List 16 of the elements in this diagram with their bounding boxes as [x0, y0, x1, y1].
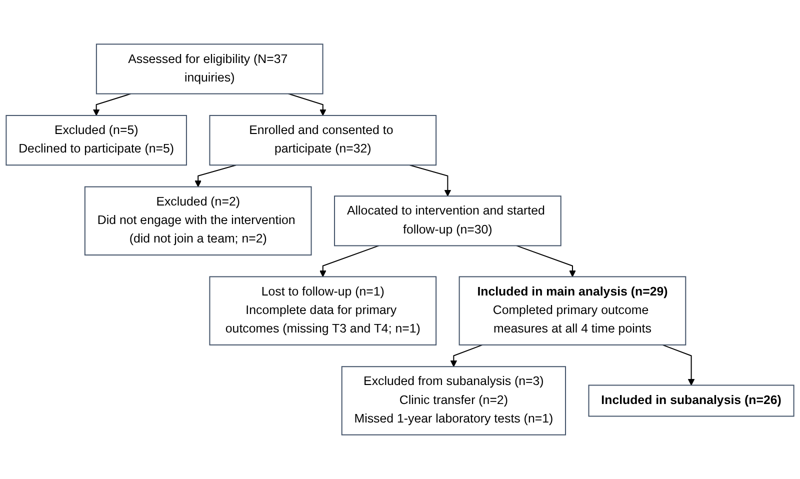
arrow [288, 93, 326, 116]
node-box: Excluded (n=2) Did not engage with the intervention (did not join a team; n=2) [84, 186, 312, 256]
arrow [410, 164, 452, 196]
arrow [662, 344, 695, 386]
arrow [516, 245, 576, 278]
arrow [92, 93, 131, 116]
node-box: Excluded (n=5) Declined to participate (n=5) [6, 114, 187, 166]
node-box: Included in main analysis (n=29) Completed primary outcome measures at all 4 time points [458, 276, 686, 346]
arrow [450, 344, 483, 367]
node-box: Excluded from subanalysis (n=3) Clinic transfer (n=2) Missed 1-year laboratory tests (n=1) [341, 366, 566, 436]
node-box: Lost to follow-up (n=1) Incomplete data for primary outcomes (missing T3 and T4; n=1) [209, 276, 437, 346]
node-box: Included in subanalysis (n=26) [588, 384, 794, 417]
node-box: Enrolled and consented to participate (n=32) [209, 114, 437, 166]
arrow [319, 245, 379, 278]
node-box: Allocated to intervention and started follow-up (n=30) [334, 196, 562, 246]
node-box: Assessed for eligibility (N=37 inquiries) [96, 44, 324, 94]
